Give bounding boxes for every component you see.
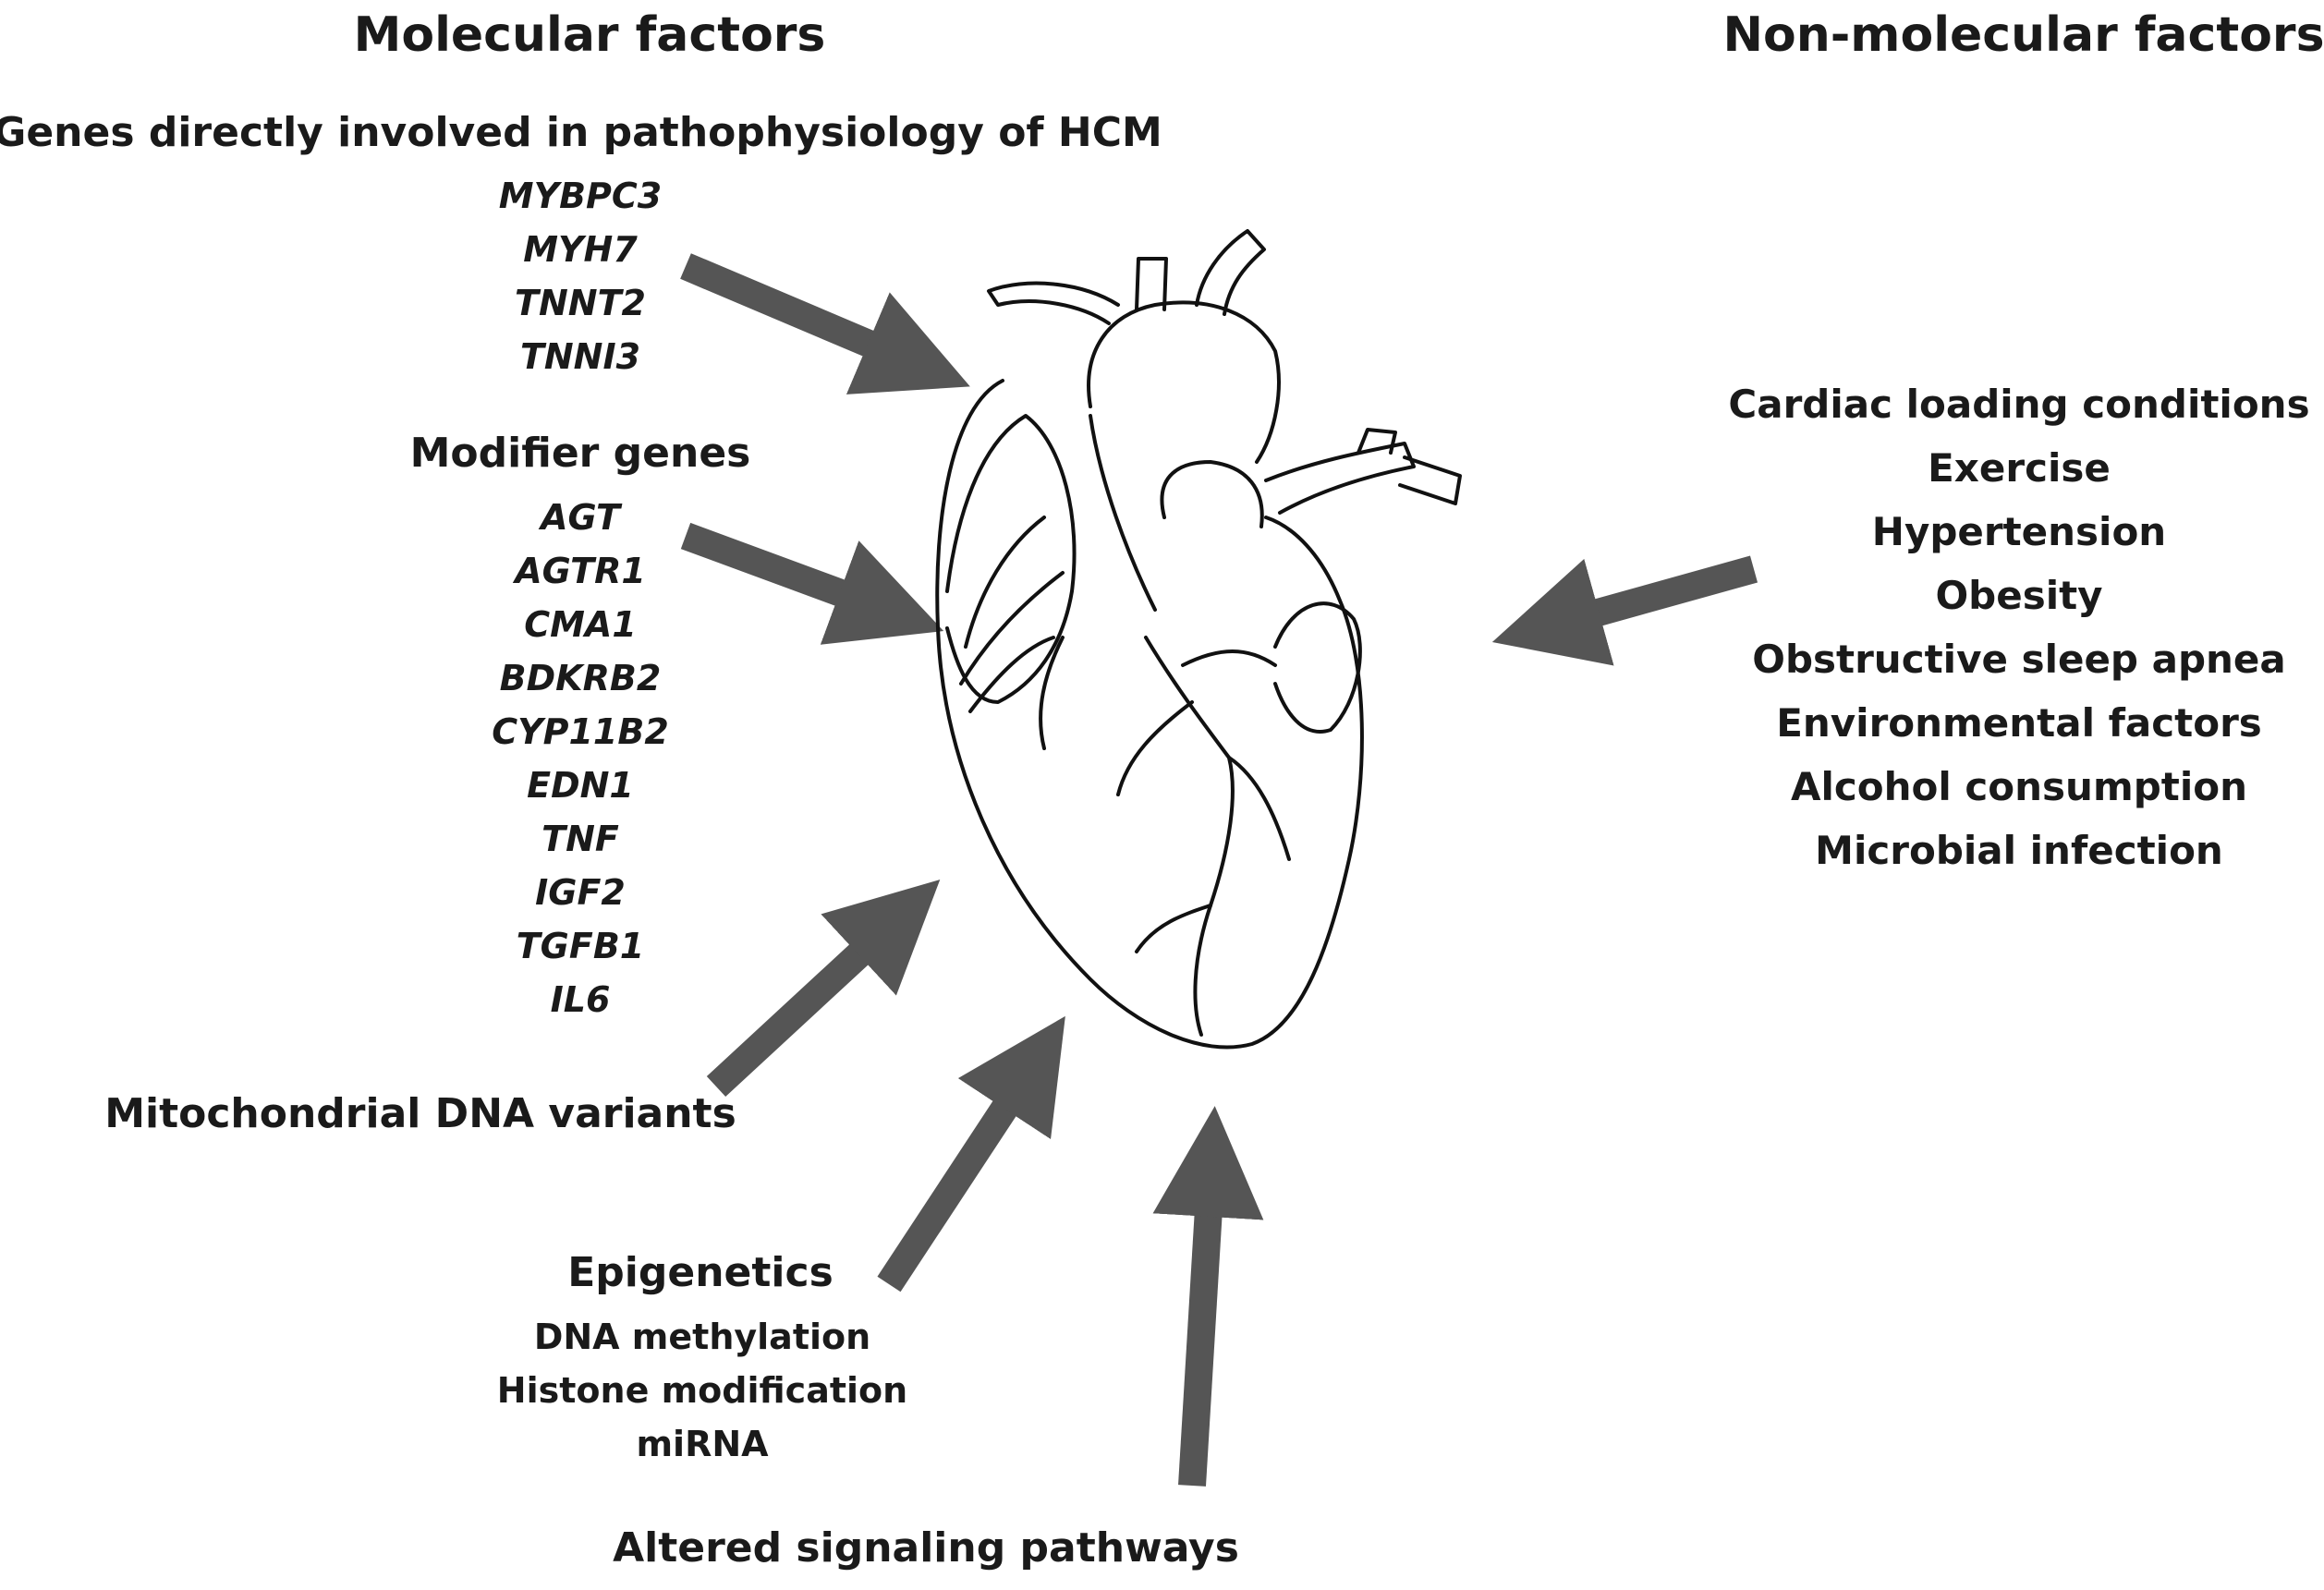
arrow-genes-direct — [680, 253, 970, 394]
modifier-genes-title: Modifier genes — [409, 430, 751, 477]
epigenetics-title: Epigenetics — [567, 1249, 833, 1296]
gene-item: EDN1 — [527, 765, 634, 806]
non-molecular-item: Hypertension — [1871, 509, 2167, 554]
non-molecular-item: Alcohol consumption — [1790, 764, 2248, 809]
non-molecular-item: Cardiac loading conditions — [1728, 382, 2310, 427]
gene-item: BDKRB2 — [499, 658, 662, 698]
gene-item: CMA1 — [524, 604, 637, 645]
gene-item: TNF — [541, 819, 619, 859]
arrow-signaling — [1152, 1106, 1264, 1487]
gene-item: IGF2 — [535, 872, 626, 913]
arrow-epigenetics — [877, 1015, 1065, 1293]
gene-item: MYBPC3 — [498, 176, 663, 216]
genes-direct-title: Genes directly involved in pathophysiolo… — [0, 109, 1162, 156]
gene-item: TNNI3 — [519, 336, 641, 377]
non-molecular-item: Obesity — [1935, 573, 2103, 618]
non-molecular-item: Environmental factors — [1776, 700, 2262, 746]
arrow-modifier-genes — [680, 522, 944, 645]
mitochondrial-dna-label: Mitochondrial DNA variants — [104, 1090, 736, 1137]
epigenetics-item: miRNA — [636, 1424, 769, 1464]
modifier-genes-list: AGT AGTR1 CMA1 BDKRB2 CYP11B2 EDN1 TNF I… — [492, 491, 669, 1026]
gene-item: AGT — [541, 497, 620, 538]
arrow-non-molecular — [1491, 555, 1758, 666]
non-molecular-item: Microbial infection — [1815, 828, 2223, 873]
epigenetics-list: DNA methylation Histone modification miR… — [497, 1310, 907, 1471]
epigenetics-item: DNA methylation — [533, 1317, 871, 1357]
gene-item: TGFB1 — [516, 926, 645, 966]
non-molecular-list: Cardiac loading conditions Exercise Hype… — [1728, 372, 2309, 882]
non-molecular-item: Exercise — [1928, 445, 2111, 491]
signaling-pathways-label: Altered signaling pathways — [613, 1524, 1239, 1572]
gene-item: IL6 — [550, 979, 611, 1020]
gene-item: TNNT2 — [515, 283, 646, 323]
molecular-factors-header: Molecular factors — [353, 7, 826, 63]
gene-item: AGTR1 — [515, 551, 646, 591]
non-molecular-factors-header: Non-molecular factors — [1722, 7, 2324, 63]
arrow-mitochondrial — [706, 880, 941, 1098]
epigenetics-item: Histone modification — [496, 1370, 908, 1411]
genes-direct-list: MYBPC3 MYH7 TNNT2 TNNI3 — [499, 169, 662, 383]
gene-item: MYH7 — [523, 229, 638, 270]
gene-item: CYP11B2 — [492, 711, 669, 752]
non-molecular-item: Obstructive sleep apnea — [1752, 637, 2286, 682]
